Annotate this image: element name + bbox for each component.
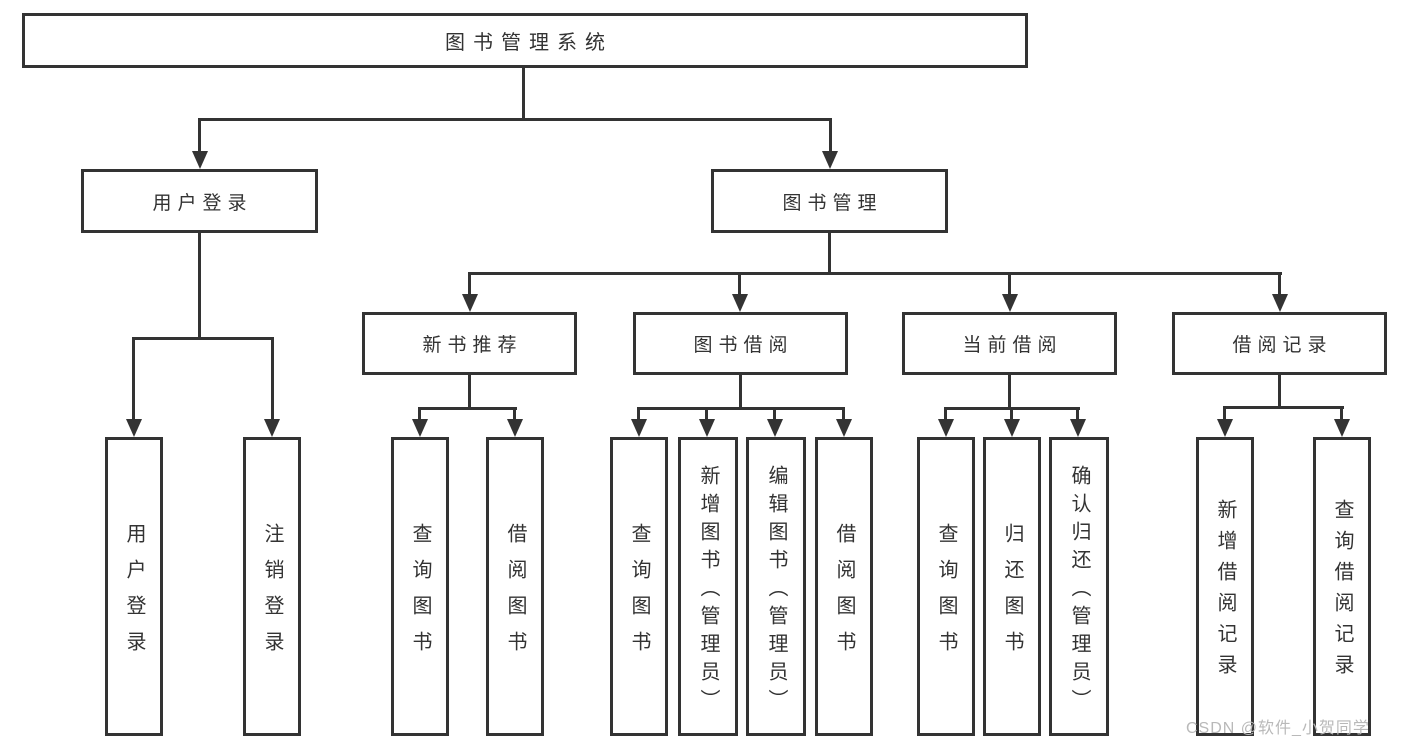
connector-line bbox=[842, 407, 845, 421]
node-label: 用户登录 bbox=[123, 522, 145, 667]
connector-line bbox=[132, 337, 135, 421]
connector-line bbox=[1223, 406, 1344, 409]
connector-line bbox=[418, 407, 517, 410]
node-label: 查询借阅记录 bbox=[1331, 499, 1353, 685]
connector-line bbox=[1008, 272, 1011, 296]
connector-line bbox=[198, 118, 201, 152]
connector-line bbox=[637, 407, 845, 410]
connector-line bbox=[468, 375, 471, 409]
connector-arrowhead bbox=[412, 419, 428, 437]
connector-line bbox=[468, 272, 1282, 275]
leaf-edit-books-admin: 编辑图书（管理员） bbox=[746, 437, 806, 736]
connector-line bbox=[198, 233, 201, 339]
connector-arrowhead bbox=[822, 151, 838, 169]
connector-line bbox=[271, 337, 274, 421]
leaf-query-books-borrow: 查询图书 bbox=[610, 437, 668, 736]
leaf-add-books-admin: 新增图书（管理员） bbox=[678, 437, 738, 736]
connector-line bbox=[1008, 375, 1011, 409]
connector-line bbox=[705, 407, 708, 421]
connector-line bbox=[773, 407, 776, 421]
node-label: 查询图书 bbox=[409, 522, 431, 667]
leaf-query-books-current: 查询图书 bbox=[917, 437, 975, 736]
node-label: 图书管理系统 bbox=[445, 32, 613, 54]
connector-line bbox=[828, 233, 831, 274]
node-label: 新增借阅记录 bbox=[1214, 499, 1236, 685]
connector-arrowhead bbox=[938, 419, 954, 437]
node-label: 借阅图书 bbox=[504, 522, 526, 667]
connector-arrowhead bbox=[1217, 419, 1233, 437]
node-user-login: 用户登录 bbox=[81, 169, 318, 233]
node-label: 确认归还（管理员） bbox=[1068, 464, 1090, 717]
connector-line bbox=[738, 272, 741, 296]
node-label: 编辑图书（管理员） bbox=[765, 464, 787, 717]
node-book-borrowing: 图书借阅 bbox=[633, 312, 848, 375]
node-label: 借阅记录 bbox=[1232, 335, 1333, 356]
connector-arrowhead bbox=[264, 419, 280, 437]
connector-line bbox=[829, 118, 832, 152]
connector-arrowhead bbox=[836, 419, 852, 437]
node-new-book-recommend: 新书推荐 bbox=[362, 312, 577, 375]
connector-line bbox=[637, 407, 640, 421]
leaf-user-login: 用户登录 bbox=[105, 437, 163, 736]
connector-arrowhead bbox=[462, 294, 478, 312]
node-label: 当前借阅 bbox=[962, 335, 1063, 356]
node-label: 注销登录 bbox=[261, 522, 283, 667]
node-label: 新书推荐 bbox=[422, 335, 523, 356]
node-label: 新增图书（管理员） bbox=[697, 464, 719, 717]
leaf-add-borrow-record: 新增借阅记录 bbox=[1196, 437, 1254, 736]
leaf-query-borrow-record: 查询借阅记录 bbox=[1313, 437, 1371, 736]
connector-arrowhead bbox=[1002, 294, 1018, 312]
connector-line bbox=[522, 66, 525, 120]
connector-line bbox=[1278, 375, 1281, 408]
connector-arrowhead bbox=[732, 294, 748, 312]
node-label: 图书借阅 bbox=[693, 335, 794, 356]
node-book-management: 图书管理 bbox=[711, 169, 948, 233]
connector-line bbox=[1340, 406, 1343, 421]
leaf-borrow-books-recommend: 借阅图书 bbox=[486, 437, 544, 736]
node-label: 图书管理 bbox=[782, 192, 883, 214]
connector-arrowhead bbox=[126, 419, 142, 437]
node-label: 归还图书 bbox=[1001, 522, 1023, 667]
leaf-confirm-return-admin: 确认归还（管理员） bbox=[1049, 437, 1109, 736]
connector-arrowhead bbox=[631, 419, 647, 437]
connector-line bbox=[739, 375, 742, 409]
connector-arrowhead bbox=[1070, 419, 1086, 437]
connector-arrowhead bbox=[699, 419, 715, 437]
node-label: 查询图书 bbox=[628, 522, 650, 667]
connector-line bbox=[1076, 407, 1079, 421]
leaf-borrow-books: 借阅图书 bbox=[815, 437, 873, 736]
connector-arrowhead bbox=[507, 419, 523, 437]
connector-arrowhead bbox=[1004, 419, 1020, 437]
connector-arrowhead bbox=[1334, 419, 1350, 437]
node-label: 借阅图书 bbox=[833, 522, 855, 667]
node-current-borrowing: 当前借阅 bbox=[902, 312, 1117, 375]
node-borrowing-records: 借阅记录 bbox=[1172, 312, 1387, 375]
connector-line bbox=[944, 407, 947, 421]
connector-arrowhead bbox=[767, 419, 783, 437]
node-label: 用户登录 bbox=[152, 192, 253, 214]
connector-line bbox=[513, 407, 516, 421]
connector-line bbox=[1010, 407, 1013, 421]
connector-line bbox=[198, 118, 832, 121]
connector-line bbox=[1223, 406, 1226, 421]
node-root-system: 图书管理系统 bbox=[22, 13, 1028, 68]
connector-arrowhead bbox=[1272, 294, 1288, 312]
connector-line bbox=[468, 272, 471, 296]
connector-line bbox=[1278, 272, 1281, 296]
connector-arrowhead bbox=[192, 151, 208, 169]
leaf-logout: 注销登录 bbox=[243, 437, 301, 736]
connector-line bbox=[418, 407, 421, 421]
leaf-query-books-recommend: 查询图书 bbox=[391, 437, 449, 736]
connector-line bbox=[132, 337, 274, 340]
leaf-return-books: 归还图书 bbox=[983, 437, 1041, 736]
csdn-watermark: CSDN @软件_小贺同学 bbox=[1186, 720, 1370, 737]
node-label: 查询图书 bbox=[935, 522, 957, 667]
